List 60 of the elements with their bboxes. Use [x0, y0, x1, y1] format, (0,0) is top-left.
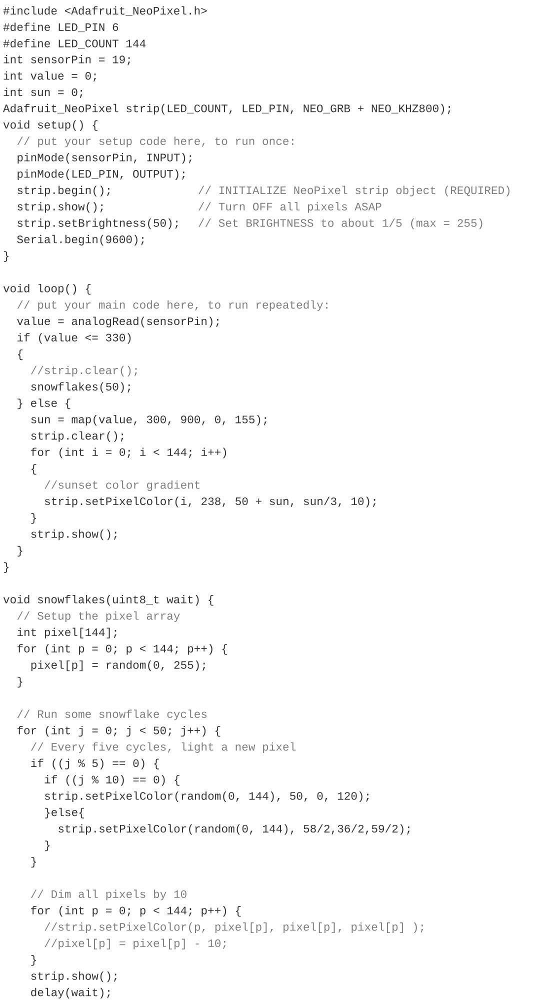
code-line: #define LED_PIN 6: [3, 22, 118, 32]
code-line: for (int p = 0; p < 144; p++) {: [31, 906, 241, 917]
code-line: }: [31, 856, 36, 868]
code-line: strip.setPixelColor(random(0, 144), 58/2,36/2,59/2);: [58, 824, 410, 835]
code-comment: //sunset color gradient: [44, 480, 200, 492]
code-line: }: [44, 840, 50, 852]
code-line: #define LED_COUNT 144: [3, 39, 146, 48]
code-line: strip.show();: [18, 202, 103, 213]
code-line: void snowflakes(uint8_t wait) {: [3, 595, 214, 606]
code-line: strip.show();: [31, 530, 116, 540]
code-line: snowflakes(50);: [31, 382, 130, 393]
code-line: {: [32, 464, 36, 475]
code-line: strip.setBrightness(50);: [18, 218, 178, 230]
code-line: strip.setPixelColor(random(0, 144), 50, 0, 120);: [44, 791, 369, 802]
code-line: if (value <= 330): [17, 333, 131, 344]
code-line: int sensorPin = 19;: [4, 55, 130, 66]
code-line: }: [31, 955, 36, 966]
code-comment: // put your main code here, to run repeatedly:: [17, 300, 328, 311]
code-line: }else{: [44, 808, 84, 818]
code-comment: //strip.setPixelColor(p, pixel[p], pixel[p], pixel[p] );: [44, 922, 424, 934]
code-line: }: [4, 562, 9, 573]
code-line: #include <Adafruit_NeoPixel.h>: [3, 6, 207, 16]
code-line: Serial.begin(9600);: [17, 234, 144, 246]
code-comment: //pixel[p] = pixel[p] - 10;: [44, 938, 226, 950]
code-line: if ((j % 10) == 0) {: [44, 775, 180, 786]
code-line: strip.setPixelColor(i, 238, 50 + sun, sun/3, 10);: [44, 496, 376, 508]
code-comment: // Turn OFF all pixels ASAP: [198, 202, 382, 213]
code-line: }: [4, 251, 9, 262]
code-comment: // Dim all pixels by 10: [30, 890, 186, 900]
code-line: pinMode(LED_PIN, OUTPUT);: [18, 169, 185, 180]
code-line: int value = 0;: [4, 71, 96, 82]
code-comment: // Set BRIGHTNESS to about 1/5 (max = 255): [198, 218, 482, 230]
code-line: pixel[p] = random(0, 255);: [31, 660, 206, 672]
code-line: }: [18, 676, 22, 688]
code-line: delay(wait);: [31, 988, 110, 998]
code-line: pinMode(sensorPin, INPUT);: [18, 153, 192, 164]
code-line: }: [18, 546, 22, 557]
code-comment: // put your setup code here, to run once:: [17, 136, 294, 148]
code-comment: // Run some snowflake cycles: [17, 710, 207, 720]
code-line: } else {: [18, 398, 70, 410]
code-line: }: [31, 513, 36, 524]
code-line: if ((j % 5) == 0) {: [31, 758, 159, 770]
code-line: Adafruit_NeoPixel strip(LED_COUNT, LED_PIN, NEO_GRB + NEO_KHZ800);: [3, 104, 450, 115]
code-comment: //strip.clear();: [30, 366, 137, 376]
code-line: int pixel[144];: [17, 628, 116, 638]
code-line: strip.clear();: [31, 431, 124, 442]
code-line: for (int j = 0; j < 50; j++) {: [17, 726, 220, 737]
code-line: for (int p = 0; p < 144; p++) {: [17, 644, 227, 655]
code-line: void loop() {: [3, 284, 91, 295]
code-line: {: [18, 349, 23, 360]
code-line: int sun = 0;: [4, 88, 82, 98]
code-line: void setup() {: [3, 120, 98, 131]
code-line: for (int i = 0; i < 144; i++): [31, 448, 226, 458]
code-line: sun = map(value, 300, 900, 0, 155);: [31, 414, 266, 426]
code-line: strip.begin();: [18, 186, 110, 196]
code-comment: // Setup the pixel array: [17, 611, 180, 622]
code-line: value = analogRead(sensorPin);: [17, 316, 219, 328]
code-line: strip.show();: [31, 972, 116, 982]
code-comment: // INITIALIZE NeoPixel strip object (REQUIRED): [198, 186, 510, 196]
code-comment: // Every five cycles, light a new pixel: [30, 742, 296, 753]
